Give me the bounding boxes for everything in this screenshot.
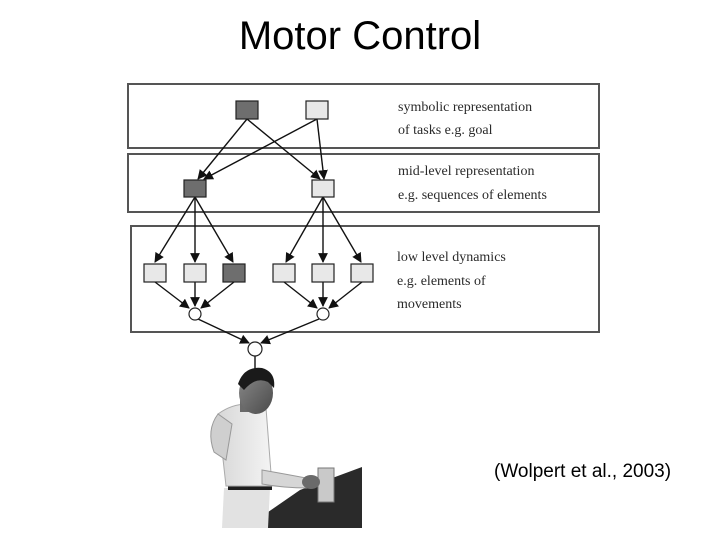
block-object xyxy=(317,467,335,503)
person-left-arm xyxy=(210,413,233,461)
arrow-mid-left-to-low-3 xyxy=(194,196,234,263)
node-low-element-3 xyxy=(222,263,246,283)
arrow-mid-left-to-low-1 xyxy=(154,196,196,263)
arrow-top-right-to-mid-right xyxy=(316,118,328,180)
arrow-low-4-to-circle-right xyxy=(283,281,318,309)
node-mid-sequence-light xyxy=(311,179,335,198)
low-label-line3: movements xyxy=(397,297,462,312)
citation: (Wolpert et al., 2003) xyxy=(494,461,672,482)
node-low-element-5 xyxy=(311,263,335,283)
person-belt xyxy=(228,484,272,490)
node-top-goal-light xyxy=(305,100,329,120)
arrow-mid-right-to-low-4 xyxy=(285,196,324,263)
node-circle-left xyxy=(188,307,202,321)
arrow-top-left-to-mid-left xyxy=(197,118,248,180)
level-panel-symbolic: symbolic representation of tasks e.g. go… xyxy=(127,83,600,149)
hierarchy-nodes xyxy=(143,100,374,357)
arrow-low-3-to-circle-left xyxy=(200,281,235,309)
node-low-element-6 xyxy=(350,263,374,283)
person-figure-illustration xyxy=(210,367,362,528)
node-circle-right xyxy=(316,307,330,321)
arrow-circle-right-to-output xyxy=(260,318,320,345)
symbolic-label-line1: symbolic representation xyxy=(398,100,532,115)
node-top-goal-dark xyxy=(235,100,259,120)
symbolic-label-line2: of tasks e.g. goal xyxy=(398,123,493,138)
person-hand xyxy=(302,475,320,489)
person-hair xyxy=(238,367,275,390)
low-label-line1: low level dynamics xyxy=(397,250,506,265)
slide-title: Motor Control xyxy=(238,14,482,58)
low-label-line2: e.g. elements of xyxy=(397,274,486,289)
node-circle-output xyxy=(247,341,263,357)
mid-label-line1: mid-level representation xyxy=(398,164,534,179)
person-right-arm xyxy=(261,469,309,489)
node-mid-sequence-dark xyxy=(183,179,207,198)
node-low-element-1 xyxy=(143,263,167,283)
arrow-top-right-to-mid-left xyxy=(203,118,318,180)
person-legs xyxy=(222,488,270,528)
node-low-element-4 xyxy=(272,263,296,283)
arrow-circle-left-to-output xyxy=(197,318,250,344)
arrow-mid-right-to-low-6 xyxy=(322,196,362,263)
mid-label-line2: e.g. sequences of elements xyxy=(398,188,547,203)
arrow-low-1-to-circle-left xyxy=(154,281,190,309)
arrow-low-6-to-circle-right xyxy=(328,281,363,309)
node-low-element-2 xyxy=(183,263,207,283)
arrow-top-left-to-mid-right xyxy=(246,118,321,180)
